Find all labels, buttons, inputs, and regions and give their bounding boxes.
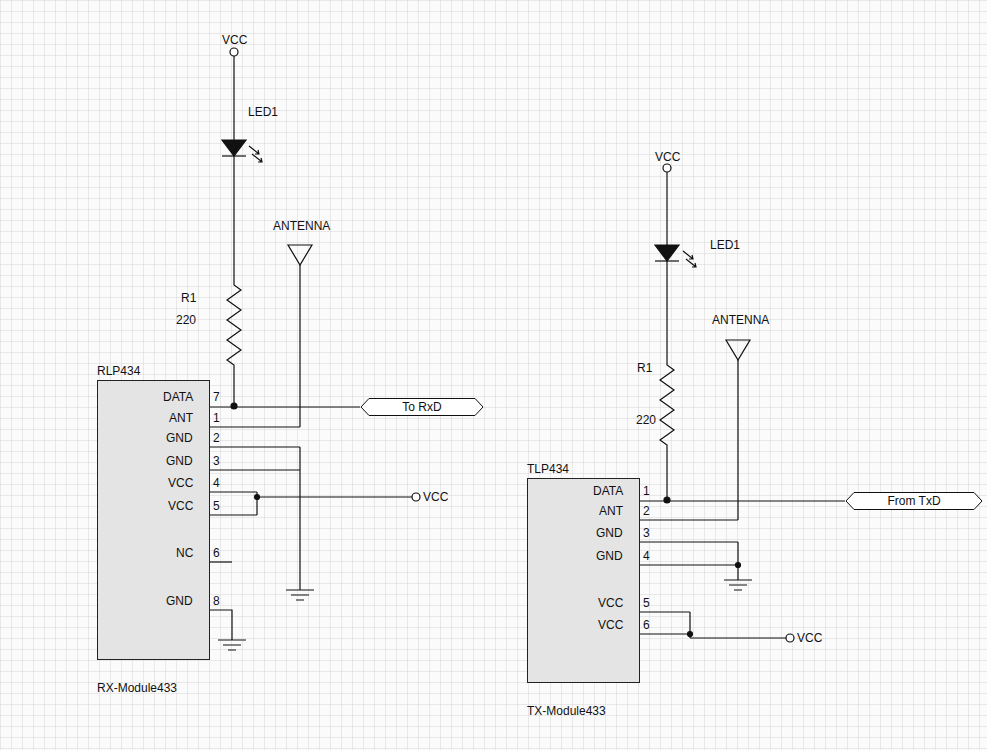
signal-label: ANT bbox=[599, 504, 623, 518]
wire bbox=[210, 492, 412, 515]
pin-number: 8 bbox=[213, 594, 220, 608]
vcc-terminal bbox=[663, 164, 671, 172]
signal-label: DATA bbox=[163, 390, 193, 404]
antenna-symbol bbox=[288, 245, 312, 265]
ground-symbol bbox=[286, 590, 314, 600]
pin-number: 4 bbox=[213, 476, 220, 490]
antenna-symbol bbox=[726, 340, 750, 360]
ground-symbol bbox=[724, 580, 752, 590]
junction-dot bbox=[255, 495, 260, 500]
pin-number: 3 bbox=[643, 526, 650, 540]
port-label: From TxD bbox=[887, 494, 940, 508]
port-flag: From TxD bbox=[845, 492, 983, 510]
wire bbox=[666, 172, 667, 245]
wire bbox=[210, 265, 300, 427]
vcc-terminal bbox=[230, 48, 238, 56]
signal-label: GND bbox=[596, 526, 623, 540]
pin-number: 6 bbox=[643, 618, 650, 632]
wire bbox=[640, 542, 738, 580]
led-light-arrows bbox=[249, 146, 262, 162]
vcc-terminal bbox=[786, 634, 794, 642]
signal-label: VCC bbox=[598, 618, 623, 632]
wire bbox=[210, 610, 232, 640]
resistor-symbol bbox=[227, 156, 241, 406]
wire bbox=[210, 561, 232, 562]
pin-number: 6 bbox=[213, 546, 220, 560]
signal-label: ANTENNA bbox=[273, 219, 330, 233]
signal-label: DATA bbox=[593, 484, 623, 498]
signal-label: GND bbox=[166, 431, 193, 445]
wire bbox=[640, 612, 786, 638]
signal-label: VCC bbox=[598, 596, 623, 610]
pin-number: 5 bbox=[643, 596, 650, 610]
pin-number: 1 bbox=[213, 411, 220, 425]
part-number: RLP434 bbox=[97, 364, 140, 378]
port-flag: To RxD bbox=[360, 398, 484, 416]
led-symbol bbox=[222, 140, 246, 156]
pin-number: 4 bbox=[643, 549, 650, 563]
signal-label: R1 bbox=[637, 361, 652, 375]
signal-label: 220 bbox=[636, 413, 656, 427]
signal-label: ANT bbox=[169, 411, 193, 425]
led-symbol bbox=[655, 245, 679, 261]
pin-number: 2 bbox=[213, 431, 220, 445]
signal-label: GND bbox=[596, 549, 623, 563]
module-name: RX-Module433 bbox=[97, 681, 177, 695]
signal-label: ANTENNA bbox=[712, 313, 769, 327]
wire bbox=[210, 447, 300, 590]
signal-label: LED1 bbox=[248, 105, 278, 119]
pin-number: 5 bbox=[213, 499, 220, 513]
pin-number: 1 bbox=[643, 484, 650, 498]
signal-label: VCC bbox=[168, 499, 193, 513]
wire bbox=[233, 56, 234, 140]
signal-label: VCC bbox=[423, 490, 448, 504]
pin-number: 7 bbox=[213, 390, 220, 404]
signal-label: GND bbox=[166, 594, 193, 608]
wire bbox=[640, 360, 738, 520]
pin-number: 3 bbox=[213, 454, 220, 468]
module-box: TLP434TX-Module433 bbox=[527, 478, 640, 683]
junction-dot bbox=[688, 632, 693, 637]
ground-symbol bbox=[218, 640, 246, 650]
signal-label: VCC bbox=[655, 150, 680, 164]
signal-label: VCC bbox=[797, 631, 822, 645]
vcc-terminal bbox=[412, 493, 420, 501]
signal-label: NC bbox=[176, 546, 193, 560]
pin-number: 2 bbox=[643, 504, 650, 518]
port-label: To RxD bbox=[402, 400, 441, 414]
signal-label: VCC bbox=[168, 476, 193, 490]
data-wire bbox=[640, 500, 845, 501]
resistor-symbol bbox=[660, 261, 674, 500]
part-number: TLP434 bbox=[527, 462, 569, 476]
signal-label: R1 bbox=[181, 291, 196, 305]
module-box: RLP434RX-Module433 bbox=[97, 380, 210, 660]
data-wire bbox=[210, 406, 360, 407]
module-name: TX-Module433 bbox=[527, 704, 606, 718]
signal-label: GND bbox=[166, 454, 193, 468]
signal-label: VCC bbox=[222, 33, 247, 47]
junction-dot bbox=[664, 497, 670, 503]
signal-label: 220 bbox=[176, 313, 196, 327]
junction-dot bbox=[736, 563, 741, 568]
led-light-arrows bbox=[683, 251, 696, 267]
signal-label: LED1 bbox=[710, 238, 740, 252]
junction-dot bbox=[231, 403, 237, 409]
